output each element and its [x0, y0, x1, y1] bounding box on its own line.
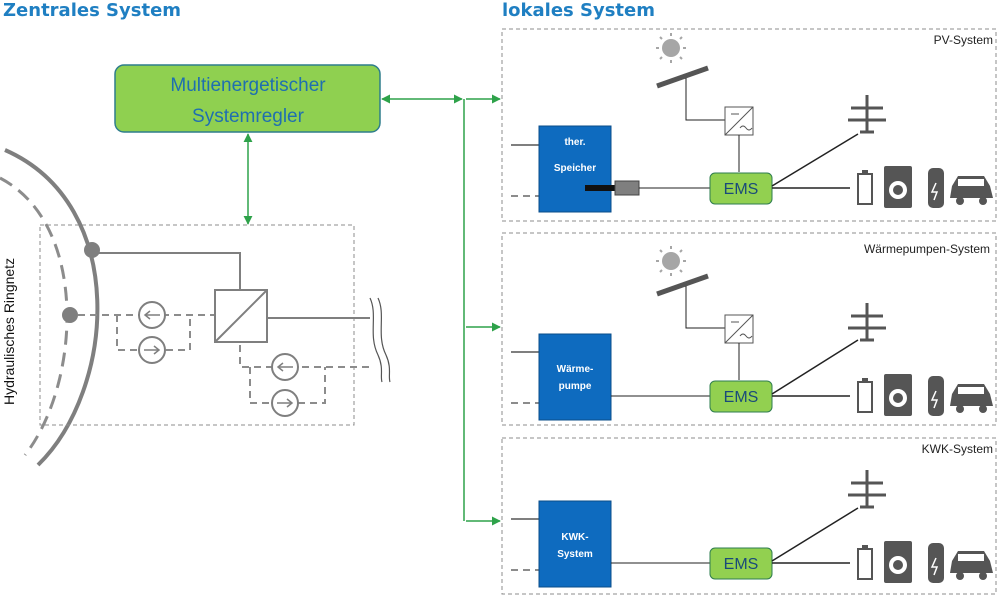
- local-system-kwk: KWK-System KWK- System EMS: [501, 437, 997, 595]
- kwk-label-line2: System: [557, 549, 593, 560]
- kwk-unit: [538, 500, 612, 588]
- substation-piping: [62, 242, 391, 404]
- power-pylon-icon: [848, 470, 886, 509]
- power-pylon-icon: [848, 95, 886, 134]
- battery-icon: [857, 545, 873, 580]
- ems-label-pv: EMS: [724, 181, 759, 198]
- ems-label-kwk: EMS: [724, 556, 759, 573]
- ev-charger-icon: [928, 168, 944, 208]
- heat-pump-label-line2: pumpe: [559, 381, 592, 392]
- heating-rod-icon: [585, 185, 617, 191]
- washing-machine-icon: [884, 166, 912, 208]
- inverter-icon: [724, 314, 754, 344]
- ev-charger-icon: [928, 376, 944, 416]
- controller-label-line2: Systemregler: [192, 106, 305, 127]
- system-controller: Multienergetischer Systemregler: [114, 64, 381, 133]
- communication-links: [243, 94, 501, 526]
- inverter-icon: [724, 106, 754, 136]
- car-icon: [950, 551, 993, 580]
- sun-icon: [656, 246, 686, 276]
- valve-icon: [143, 310, 294, 408]
- heat-exchanger-icon: [214, 289, 268, 343]
- battery-icon: [857, 170, 873, 205]
- substation-frame: [39, 224, 355, 426]
- ems-label-heatpump: EMS: [724, 389, 759, 406]
- local-system-pv: PV-System ther. Speicher EMS: [501, 28, 997, 222]
- car-icon: [950, 384, 993, 413]
- thermal-storage-unit: [538, 125, 612, 213]
- solar-panel-icon: [656, 273, 709, 297]
- pv-system-title: PV-System: [934, 33, 993, 47]
- thermal-storage-label-line1: ther.: [564, 137, 585, 148]
- battery-icon: [857, 378, 873, 413]
- washing-machine-icon: [884, 541, 912, 583]
- kwk-system-title: KWK-System: [922, 442, 993, 456]
- sun-icon: [656, 33, 686, 63]
- local-system-heatpump: Wärmepumpen-System Wärme- pumpe EMS: [501, 232, 997, 426]
- heat-pump-label-line1: Wärme-: [557, 364, 594, 375]
- washing-machine-icon: [884, 374, 912, 416]
- power-pylon-icon: [848, 303, 886, 342]
- controller-label-line1: Multienergetischer: [170, 75, 326, 96]
- ring-network: Hydraulisches Ringnetz: [0, 148, 100, 467]
- ev-charger-icon: [928, 543, 944, 583]
- heat-pump-unit: [538, 333, 612, 421]
- solar-panel-icon: [656, 65, 709, 89]
- thermal-storage-label-line2: Speicher: [554, 163, 596, 174]
- kwk-label-line1: KWK-: [561, 532, 588, 543]
- central-system-heading: Zentrales System: [3, 0, 181, 21]
- ring-network-label: Hydraulisches Ringnetz: [1, 258, 17, 405]
- car-icon: [950, 176, 993, 205]
- local-system-heading: lokales System: [502, 0, 655, 21]
- heatpump-system-title: Wärmepumpen-System: [864, 242, 990, 256]
